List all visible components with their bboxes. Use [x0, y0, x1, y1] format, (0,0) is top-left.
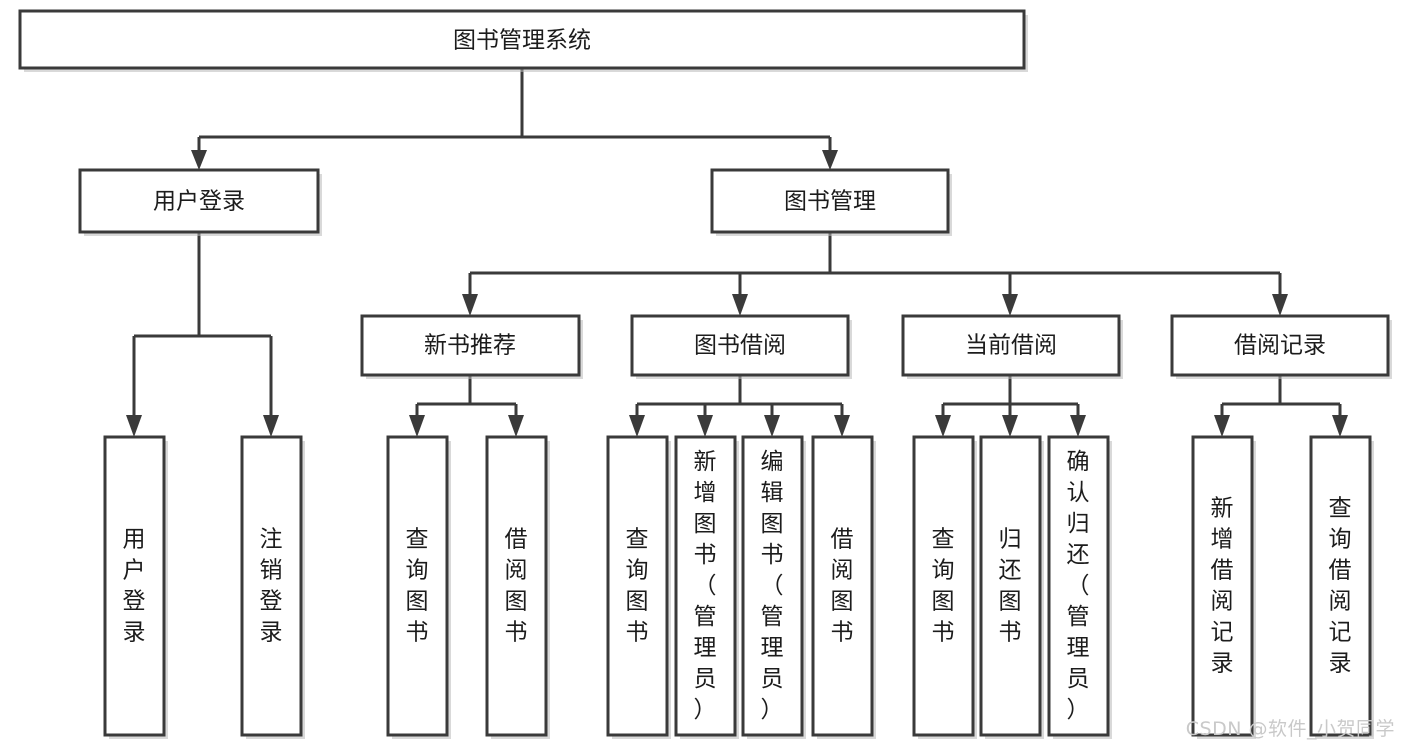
- leaf-node-logout[interactable]: 注销登录: [240, 435, 305, 739]
- leaf-node-query-book-3-label: 查询图书: [932, 527, 955, 646]
- node-user-login-label: 用户登录: [153, 189, 245, 215]
- node-new-book-recommend[interactable]: 新书推荐: [360, 314, 583, 379]
- leaf-node-edit-book[interactable]: 编辑图书（管理员）: [741, 435, 806, 739]
- leaf-node-borrow-book-2[interactable]: 借阅图书: [811, 435, 876, 739]
- node-current-borrow[interactable]: 当前借阅: [901, 314, 1123, 379]
- leaf-node-query-book-1[interactable]: 查询图书: [386, 435, 451, 739]
- leaf-node-borrow-book-1[interactable]: 借阅图书: [485, 435, 550, 739]
- csdn-watermark: CSDN @软件_小贺同学: [1185, 718, 1395, 740]
- node-book-manage[interactable]: 图书管理: [710, 168, 952, 236]
- node-book-borrow-label: 图书借阅: [694, 333, 786, 359]
- leaf-node-return-book[interactable]: 归还图书: [979, 435, 1044, 739]
- leaf-node-borrow-book-2-label: 借阅图书: [831, 527, 854, 646]
- leaf-node-confirm-return[interactable]: 确认归还（管理员）: [1047, 435, 1112, 739]
- connector-borrowrecord-to-leaves: [1214, 375, 1348, 437]
- node-borrow-record[interactable]: 借阅记录: [1170, 314, 1392, 379]
- node-root-label: 图书管理系统: [453, 28, 591, 54]
- leaf-node-query-book-3[interactable]: 查询图书: [912, 435, 977, 739]
- connector-currentborrow-to-leaves: [935, 375, 1086, 437]
- leaf-node-add-book[interactable]: 新增图书（管理员）: [674, 435, 739, 739]
- leaf-node-user-login[interactable]: 用户登录: [103, 435, 168, 739]
- node-new-book-recommend-label: 新书推荐: [424, 333, 516, 359]
- connector-bookmanage-to-level3: [462, 232, 1288, 316]
- leaf-node-user-login-label: 用户登录: [123, 527, 146, 646]
- node-book-borrow[interactable]: 图书借阅: [630, 314, 852, 379]
- node-root-system[interactable]: 图书管理系统: [18, 9, 1028, 72]
- leaf-node-query-book-2[interactable]: 查询图书: [606, 435, 671, 739]
- connector-root-to-level2: [191, 68, 838, 170]
- leaf-node-query-book-1-label: 查询图书: [406, 527, 429, 646]
- node-user-login[interactable]: 用户登录: [78, 168, 322, 236]
- connector-userlogin-to-leaves: [126, 232, 279, 437]
- leaf-node-query-book-2-label: 查询图书: [626, 527, 649, 646]
- leaf-node-return-book-label: 归还图书: [999, 527, 1022, 646]
- leaf-node-logout-label: 注销登录: [260, 527, 283, 646]
- node-current-borrow-label: 当前借阅: [965, 333, 1057, 359]
- leaf-node-add-record[interactable]: 新增借阅记录: [1191, 435, 1256, 739]
- leaf-node-query-record-label: 查询借阅记录: [1329, 496, 1352, 677]
- leaf-node-edit-book-label: 编辑图书（管理员）: [761, 449, 784, 723]
- node-borrow-record-label: 借阅记录: [1234, 333, 1326, 359]
- leaf-node-confirm-return-label: 确认归还（管理员）: [1067, 449, 1090, 723]
- leaf-node-query-record[interactable]: 查询借阅记录: [1309, 435, 1374, 739]
- connector-layer: [126, 68, 1348, 437]
- leaf-node-borrow-book-1-label: 借阅图书: [505, 527, 528, 646]
- leaf-node-add-book-label: 新增图书（管理员）: [694, 449, 717, 723]
- connector-bookborrow-to-leaves: [629, 375, 850, 437]
- connector-newbook-to-leaves: [409, 375, 524, 437]
- leaf-node-add-record-label: 新增借阅记录: [1211, 496, 1234, 677]
- node-book-manage-label: 图书管理: [784, 189, 876, 215]
